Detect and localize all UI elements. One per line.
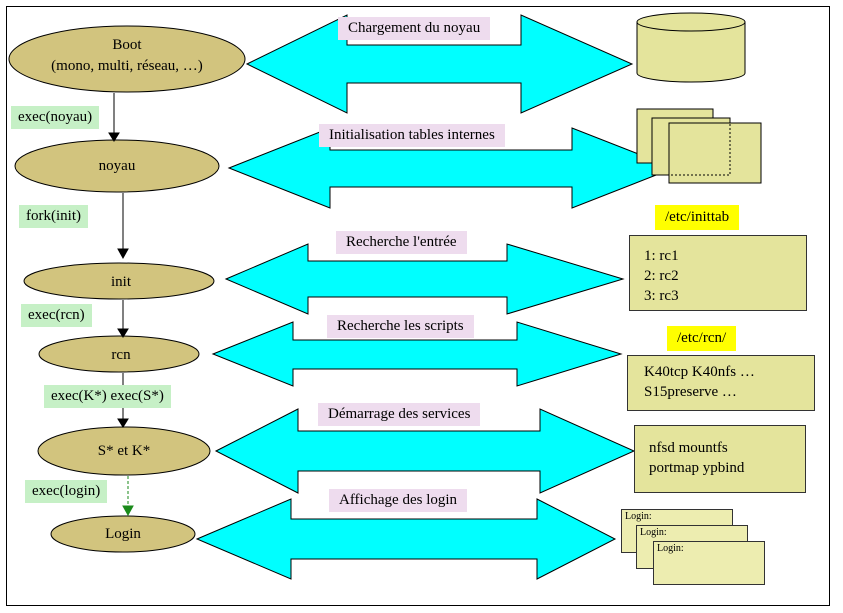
arrow-affichage (195, 498, 617, 580)
memory-tables-icon (636, 108, 762, 184)
transition-exec-k-s: exec(K*) exec(S*) (44, 385, 171, 408)
login-node-label: Login (105, 526, 141, 542)
init-rcn-arrowhead (117, 328, 129, 338)
boot-subtitle: (mono, multi, réseau, …) (51, 58, 203, 74)
inittab-line: 3: rc3 (644, 288, 679, 304)
action-initialisation: Initialisation tables internes (319, 124, 505, 147)
services-line: portmap ypbind (649, 460, 745, 476)
login-ellipse (50, 515, 196, 553)
boot-ellipse (8, 25, 246, 93)
s-k-ellipse (37, 426, 211, 476)
inittab-title: /etc/inittab (655, 205, 740, 230)
boot-node-label: Boot (mono, multi, réseau, …) (27, 37, 227, 75)
action-chargement: Chargement du noyau (338, 17, 491, 40)
init-node-label: init (110, 274, 131, 290)
transition-exec-login: exec(login) (25, 480, 108, 503)
transition-fork-init: fork(init) (19, 205, 88, 228)
noyau-init-arrowhead (117, 248, 129, 260)
boot-noyau-arrowhead (108, 132, 120, 142)
rcn-line: K40tcp K40nfs … (644, 364, 755, 380)
arrow-recherche-entree (224, 243, 625, 315)
disk-cylinder-icon (636, 12, 746, 83)
rcn-sk-arrowhead (117, 418, 129, 428)
action-recherche-scripts: Recherche les scripts (327, 315, 474, 338)
rcn-ellipse (38, 335, 200, 373)
arrow-recherche-scripts (211, 321, 623, 387)
rcn-box: K40tcp K40nfs … S15preserve … (627, 355, 815, 411)
inittab-line: 1: rc1 (644, 248, 679, 264)
action-demarrage: Démarrage des services (318, 403, 481, 426)
s-k-node-label: S* et K* (97, 443, 151, 459)
boot-title: Boot (112, 37, 142, 53)
services-line: nfsd mountfs (649, 440, 728, 456)
rcn-line: S15preserve … (644, 384, 737, 400)
action-affichage: Affichage des login (329, 489, 468, 512)
sk-login-arrowhead (122, 505, 134, 517)
rcn-title: /etc/rcn/ (667, 326, 737, 351)
transition-exec-rcn: exec(rcn) (21, 304, 92, 327)
services-box: nfsd mountfs portmap ypbind (634, 425, 806, 493)
diagram-frame: Boot (mono, multi, réseau, …) noyau init… (6, 6, 830, 606)
transition-exec-noyau: exec(noyau) (11, 106, 100, 129)
rcn-node-label: rcn (111, 347, 131, 363)
action-recherche-entree: Recherche l'entrée (336, 231, 467, 254)
init-ellipse (23, 262, 215, 300)
noyau-ellipse (14, 139, 220, 193)
noyau-node-label: noyau (98, 158, 136, 174)
inittab-box: 1: rc1 2: rc2 3: rc3 (629, 235, 807, 311)
inittab-line: 2: rc2 (644, 268, 679, 284)
login-window: Login: (653, 541, 765, 585)
